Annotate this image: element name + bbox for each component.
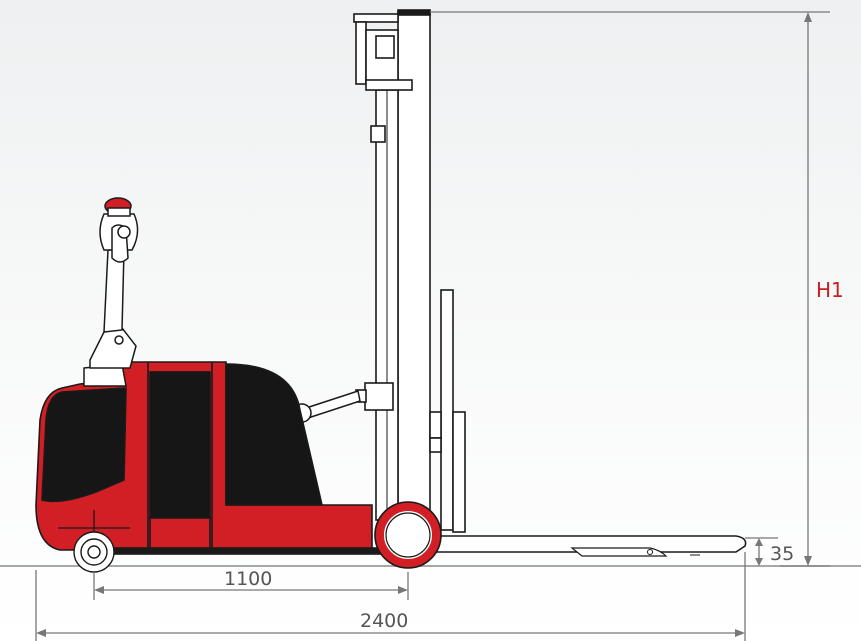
chassis — [35, 361, 387, 555]
drive-wheel — [374, 501, 442, 569]
dimension-label-fork-height: 35 — [770, 543, 794, 565]
dimension-lines — [35, 11, 830, 641]
forks — [418, 535, 747, 557]
load-wheel — [73, 531, 115, 573]
tiller-arm — [83, 197, 139, 387]
dimension-label-wheelbase: 1100 — [224, 568, 272, 590]
dimension-arrows — [36, 12, 812, 637]
tilt-cylinder — [292, 390, 361, 423]
dimension-label-h1: H1 — [816, 278, 844, 302]
mast — [353, 9, 466, 533]
dimension-label-overall-length: 2400 — [360, 610, 408, 632]
